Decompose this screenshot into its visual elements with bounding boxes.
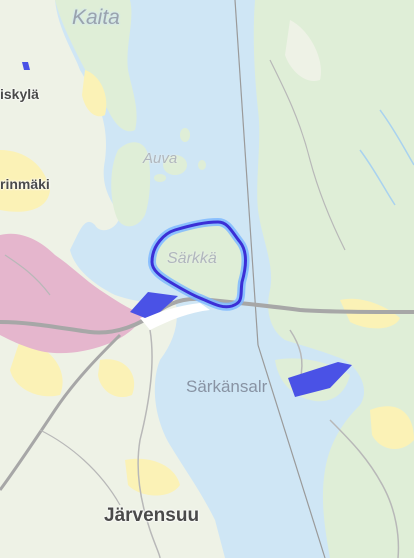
west-shore-land — [0, 0, 225, 558]
boundary-line — [234, 0, 259, 346]
road-secondary-6 — [39, 429, 121, 506]
islet-4 — [154, 174, 166, 182]
islet-1 — [180, 128, 190, 142]
east-field-2 — [370, 406, 414, 450]
road-secondary-3 — [329, 419, 400, 558]
road-west-branch — [0, 333, 122, 491]
road-secondary-5 — [269, 59, 346, 251]
west-field-2 — [82, 70, 107, 117]
islet-3 — [198, 160, 206, 170]
bridge-white — [140, 303, 210, 330]
ferry-line — [257, 344, 326, 558]
west-field-4 — [98, 359, 135, 398]
blue-patch-north — [22, 62, 30, 70]
west-field-3 — [10, 340, 63, 397]
auva-island — [111, 142, 151, 227]
road-secondary-4 — [4, 254, 51, 296]
main-road — [0, 296, 414, 335]
road-secondary-1 — [137, 329, 161, 558]
sarkka-highlight-outline[interactable] — [150, 220, 247, 309]
blue-patch-west — [130, 292, 178, 318]
east-stream-1 — [359, 149, 396, 206]
west-field-1 — [0, 150, 50, 212]
east-stream-2 — [379, 109, 414, 166]
blue-patch-east — [288, 362, 352, 397]
east-field-1 — [285, 20, 321, 81]
north-peninsula — [55, 0, 137, 132]
islet-2 — [163, 155, 187, 175]
